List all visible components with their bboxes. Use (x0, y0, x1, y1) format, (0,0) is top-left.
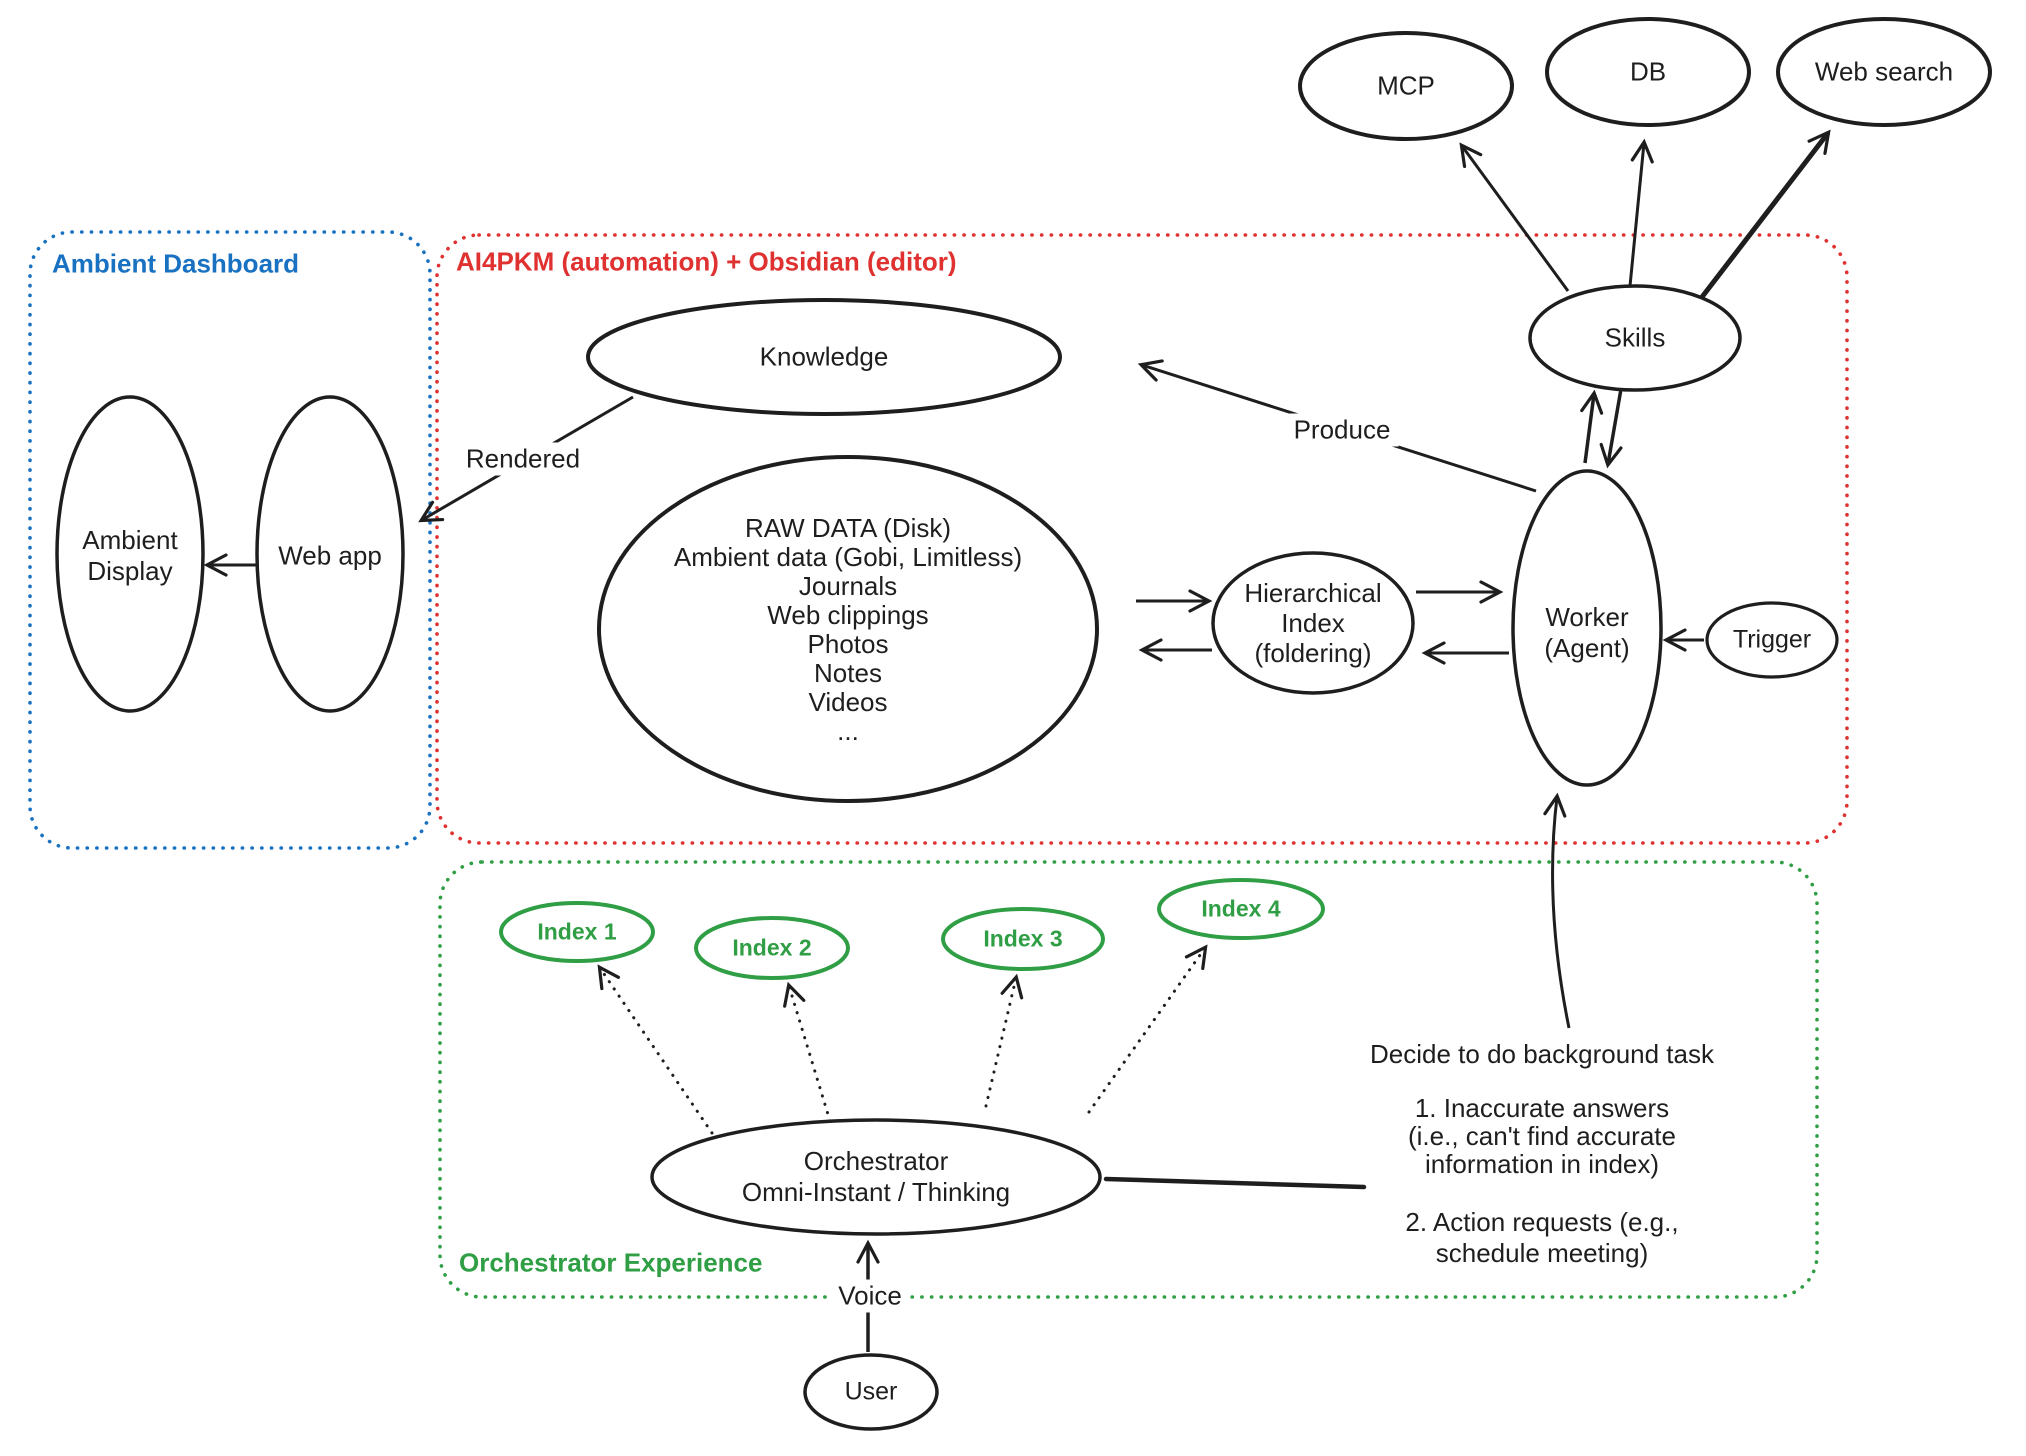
index3-node (941, 907, 1105, 971)
annotation-item2-line: 2. Action requests (e.g., (1405, 1207, 1679, 1237)
annotation-item1: 1. Inaccurate answers (i.e., can't find … (1408, 1094, 1676, 1178)
raw-data-line: Web clippings (767, 600, 929, 630)
edge-skills-to-mcp (1459, 142, 1570, 292)
worker-line: (Agent) (1544, 633, 1630, 663)
ambient-display-line: Display (87, 556, 173, 586)
worker-line: Worker (1545, 602, 1629, 632)
raw-data-line: Videos (808, 687, 888, 717)
raw-data-label: RAW DATA (Disk) Ambient data (Gobi, Limi… (674, 514, 1022, 746)
index1-node (499, 901, 655, 963)
ambient-display-node (55, 395, 205, 713)
user-node (803, 1353, 939, 1431)
raw-data-line: ... (837, 716, 859, 746)
db-label: DB (1629, 56, 1667, 87)
edge-skills-to-worker (1599, 388, 1623, 469)
db-node (1545, 17, 1751, 127)
index2-node (694, 916, 850, 980)
index3-label: Index 3 (983, 925, 1063, 952)
web-app-node (255, 395, 405, 713)
raw-data-node (597, 455, 1099, 803)
ai4pkm-group-label: AI4PKM (automation) + Obsidian (editor) (456, 246, 957, 277)
edge-skills-to-db (1628, 138, 1654, 287)
skills-node (1528, 284, 1742, 392)
edge-orchestrator-to-index2 (783, 981, 832, 1123)
hierarchical-index-line: Index (1281, 608, 1345, 638)
raw-data-line: Ambient data (Gobi, Limitless) (673, 542, 1023, 572)
annotation-item1-line: (i.e., can't find accurate (1408, 1121, 1676, 1151)
trigger-node (1705, 601, 1839, 679)
orchestrator-line: Orchestrator (803, 1146, 949, 1176)
web-app-label: Web app (278, 540, 382, 571)
user-label: User (844, 1377, 898, 1406)
orchestrator-node (650, 1118, 1102, 1236)
edge-worker-to-skills (1580, 389, 1604, 464)
worker-agent-node (1511, 469, 1663, 787)
raw-data-line: Photos (807, 629, 889, 659)
hierarchical-index-line: (foldering) (1254, 638, 1372, 668)
mcp-label: MCP (1377, 70, 1435, 101)
raw-data-line: RAW DATA (Disk) (744, 513, 952, 543)
index1-label: Index 1 (537, 918, 617, 945)
edge-orchestrator-to-index3 (984, 973, 1024, 1108)
index2-label: Index 2 (732, 934, 812, 961)
edge-skills-to-web-search (1700, 129, 1831, 299)
orchestrator-experience-group-box (438, 860, 1819, 1299)
web-search-label: Web search (1814, 56, 1954, 87)
raw-data-line: Notes (814, 658, 882, 688)
rendered-edge-label: Rendered (457, 442, 589, 476)
annotation-item1-line: 1. Inaccurate answers (1414, 1093, 1670, 1123)
hierarchical-index-node (1211, 551, 1415, 695)
index4-label: Index 4 (1201, 895, 1281, 922)
trigger-label: Trigger (1732, 625, 1812, 654)
raw-data-line: Journals (798, 571, 898, 601)
produce-edge-label: Produce (1285, 413, 1399, 447)
orchestrator-line: Omni-Instant / Thinking (741, 1177, 1011, 1207)
orchestrator-label: Orchestrator Omni-Instant / Thinking (742, 1146, 1010, 1208)
mcp-node (1298, 31, 1514, 141)
annotation-item2-line: schedule meeting) (1435, 1238, 1649, 1268)
worker-agent-label: Worker (Agent) (1544, 602, 1629, 664)
edge-orchestrator-to-index1 (597, 964, 714, 1135)
voice-edge-label: Voice (830, 1279, 910, 1313)
skills-label: Skills (1604, 322, 1666, 353)
index4-node (1157, 878, 1325, 940)
edge-orchestrator-to-decide-text (1103, 1176, 1367, 1190)
ambient-display-label: Ambient Display (82, 525, 177, 587)
annotation-item2: 2. Action requests (e.g., schedule meeti… (1405, 1207, 1678, 1269)
hierarchical-index-line: Hierarchical (1244, 578, 1382, 608)
ambient-display-line: Ambient (82, 525, 178, 555)
annotation-item1-line: information in index) (1424, 1149, 1660, 1179)
ambient-dashboard-group-label: Ambient Dashboard (52, 248, 300, 279)
orchestrator-experience-group-label: Orchestrator Experience (459, 1247, 763, 1278)
knowledge-node (586, 298, 1062, 416)
edge-decide-to-worker (1543, 792, 1571, 1029)
web-search-node (1776, 17, 1992, 127)
knowledge-label: Knowledge (759, 341, 889, 372)
hierarchical-index-label: Hierarchical Index (foldering) (1244, 578, 1381, 668)
edge-orchestrator-to-annotation (1087, 944, 1208, 1114)
annotation-title: Decide to do background task (1370, 1039, 1714, 1069)
